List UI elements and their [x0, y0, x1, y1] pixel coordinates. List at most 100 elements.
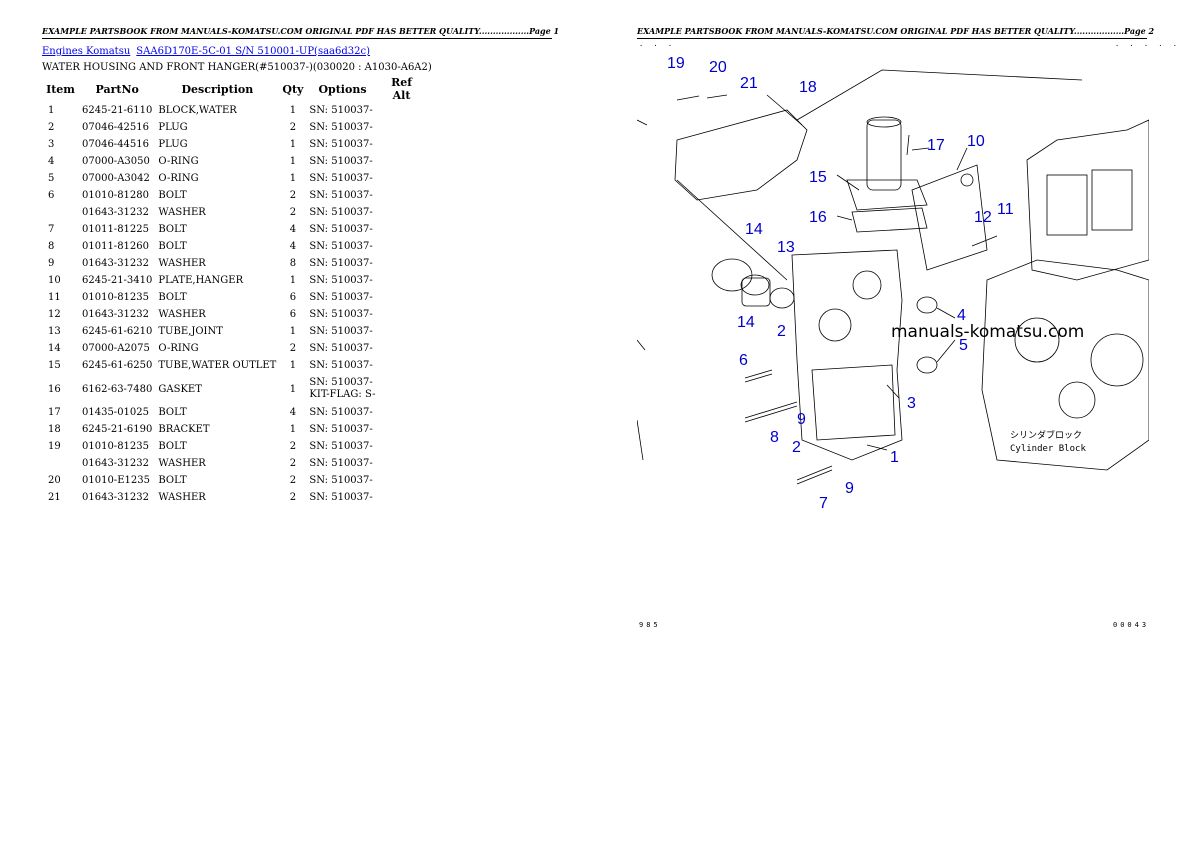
cell-ref-alt — [379, 272, 425, 289]
cell-options: SN: 510037- — [306, 153, 378, 170]
cell-qty: 1 — [289, 383, 297, 395]
cell-desc: PLUG — [158, 122, 188, 133]
cell-qty: 1 — [289, 105, 297, 116]
cell-partno: 01643-31232 — [82, 492, 150, 503]
cell-item: 11 — [48, 292, 61, 303]
cell-desc: PLATE,HANGER — [158, 275, 244, 286]
cell-options: SN: 510037- — [306, 306, 378, 323]
cell-qty: 2 — [289, 441, 297, 452]
cell-ref-alt — [379, 472, 425, 489]
callout-15: 15 — [809, 169, 827, 186]
cell-ref-alt — [379, 102, 425, 119]
cell-partno: 01643-31232 — [82, 207, 150, 218]
option-sn: SN: 510037- — [309, 257, 373, 269]
cell-desc: BOLT — [158, 190, 187, 201]
breadcrumb-link-model[interactable]: SAA6D170E-5C-01 S/N 510001-UP(saa6d32c) — [136, 46, 371, 57]
table-row: 15 6245-61-6250 TUBE,WATER OUTLET 1 SN: 5100… — [42, 357, 425, 374]
cell-partno: 6245-21-6190 — [82, 424, 153, 435]
cell-qty: 1 — [289, 360, 297, 371]
cell-desc: BOLT — [158, 475, 187, 486]
cell-partno: 01011-81225 — [82, 224, 150, 235]
cell-partno: 07000-A3050 — [82, 156, 150, 167]
cell-item: 17 — [48, 407, 61, 418]
cell-partno: 01010-81235 — [82, 441, 150, 452]
cell-options: SN: 510037- — [306, 170, 378, 187]
cell-ref-alt — [379, 119, 425, 136]
top-code-right: · · · · · — [1115, 42, 1180, 50]
cell-ref-alt — [379, 421, 425, 438]
cell-ref-alt — [379, 289, 425, 306]
cell-qty: 4 — [289, 224, 297, 235]
cell-item: 18 — [48, 424, 61, 435]
water-block-shape — [791, 249, 903, 461]
page-2: EXAMPLE PARTSBOOK FROM MANUALS-KOMATSU.C… — [595, 0, 1190, 842]
cell-item: 13 — [48, 326, 61, 337]
cell-desc: O-RING — [158, 343, 199, 354]
option-sn: SN: 510037- — [309, 423, 373, 435]
cell-item: 5 — [48, 173, 55, 184]
cell-partno: 01435-01025 — [82, 407, 150, 418]
cell-options: SN: 510037- — [306, 272, 378, 289]
cell-desc: GASKET — [158, 383, 202, 395]
column-header-description: Description — [181, 82, 254, 96]
cell-options: SN: 510037- — [306, 204, 378, 221]
cell-qty: 2 — [289, 492, 297, 503]
cell-partno: 01643-31232 — [82, 258, 150, 269]
option-sn: SN: 510037- — [309, 172, 373, 184]
option-sn: SN: 510037- — [309, 240, 373, 252]
cell-item: 19 — [48, 441, 61, 452]
callout-1: 1 — [890, 449, 899, 466]
cell-options: SN: 510037- — [306, 119, 378, 136]
cell-qty: 1 — [289, 156, 297, 167]
option-sn: SN: 510037- — [309, 457, 373, 469]
cell-options: SN: 510037- — [306, 472, 378, 489]
cell-ref-alt — [379, 238, 425, 255]
cell-partno: 07000-A2075 — [82, 343, 150, 354]
cell-ref-alt — [379, 438, 425, 455]
cell-ref-alt — [379, 323, 425, 340]
callout-21: 21 — [740, 75, 758, 92]
page-1: EXAMPLE PARTSBOOK FROM MANUALS-KOMATSU.C… — [42, 26, 559, 506]
option-sn: SN: 510037- — [309, 359, 373, 371]
option-sn: SN: 510037- — [309, 474, 373, 486]
cell-ref-alt — [379, 455, 425, 472]
cell-item: 12 — [48, 309, 61, 320]
cylinder-block-label-jp: シリンダブロック — [1010, 431, 1083, 441]
cell-desc: WASHER — [158, 309, 206, 320]
cell-partno: 01643-31232 — [82, 458, 150, 469]
cylinder-block-shape — [981, 259, 1149, 471]
callout-9: 9 — [845, 480, 854, 497]
cell-desc: TUBE,WATER OUTLET — [158, 360, 277, 371]
cell-partno: 01011-81260 — [82, 241, 150, 252]
cell-desc: BRACKET — [158, 424, 210, 435]
cell-desc: O-RING — [158, 173, 199, 184]
cell-desc: BOLT — [158, 407, 187, 418]
cell-options: SN: 510037- — [306, 102, 378, 119]
option-sn: SN: 510037- — [309, 291, 373, 303]
callout-7: 7 — [819, 495, 828, 512]
cell-qty: 2 — [289, 458, 297, 469]
option-sn: SN: 510037- — [309, 440, 373, 452]
breadcrumb: Engines Komatsu SAA6D170E-5C-01 S/N 51000… — [42, 46, 370, 57]
cylinder-block-label: シリンダブロック Cylinder Block — [1010, 430, 1086, 456]
cell-item: 15 — [48, 360, 61, 371]
cell-item: 2 — [48, 122, 55, 133]
cell-qty: 1 — [289, 139, 297, 150]
callout-8: 8 — [770, 429, 779, 446]
cell-qty: 2 — [289, 122, 297, 133]
cell-desc: O-RING — [158, 156, 199, 167]
breadcrumb-link-engines[interactable]: Engines Komatsu — [42, 46, 131, 57]
cylinder-block-label-en: Cylinder Block — [1010, 444, 1086, 454]
cell-ref-alt — [379, 136, 425, 153]
parts-table: Item PartNo Description Qty Options Ref … — [42, 76, 425, 506]
cell-partno: 6245-61-6250 — [82, 360, 153, 371]
callout-14: 14 — [745, 221, 763, 238]
